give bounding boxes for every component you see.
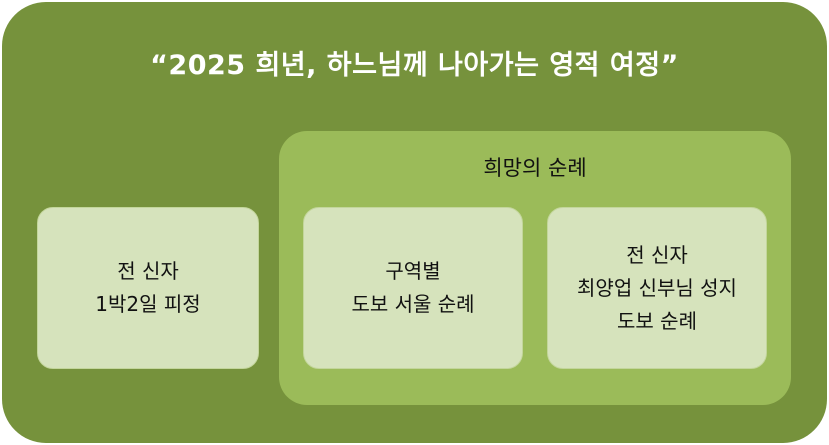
retreat-box-line-2: 1박2일 피정 (95, 292, 201, 316)
shrine-box-line-3: 도보 순례 (617, 308, 697, 333)
district-box-line-2: 도보 서울 순례 (351, 292, 475, 316)
district-walking-pilgrimage-box: 구역별 도보 서울 순례 (303, 207, 523, 369)
diagram-title: “2025 희년, 하느님께 나아가는 영적 여정” (150, 50, 679, 81)
shrine-walking-pilgrimage-box: 전 신자 최양업 신부님 성지 도보 순례 (547, 207, 767, 369)
pilgrimage-group-title: 희망의 순례 (483, 156, 587, 180)
shrine-box-line-1: 전 신자 (626, 242, 688, 267)
retreat-box: 전 신자 1박2일 피정 (37, 207, 259, 369)
district-box-line-1: 구역별 (385, 259, 441, 283)
retreat-box-line-1: 전 신자 (117, 259, 179, 283)
shrine-box-line-2: 최양업 신부님 성지 (577, 275, 737, 300)
